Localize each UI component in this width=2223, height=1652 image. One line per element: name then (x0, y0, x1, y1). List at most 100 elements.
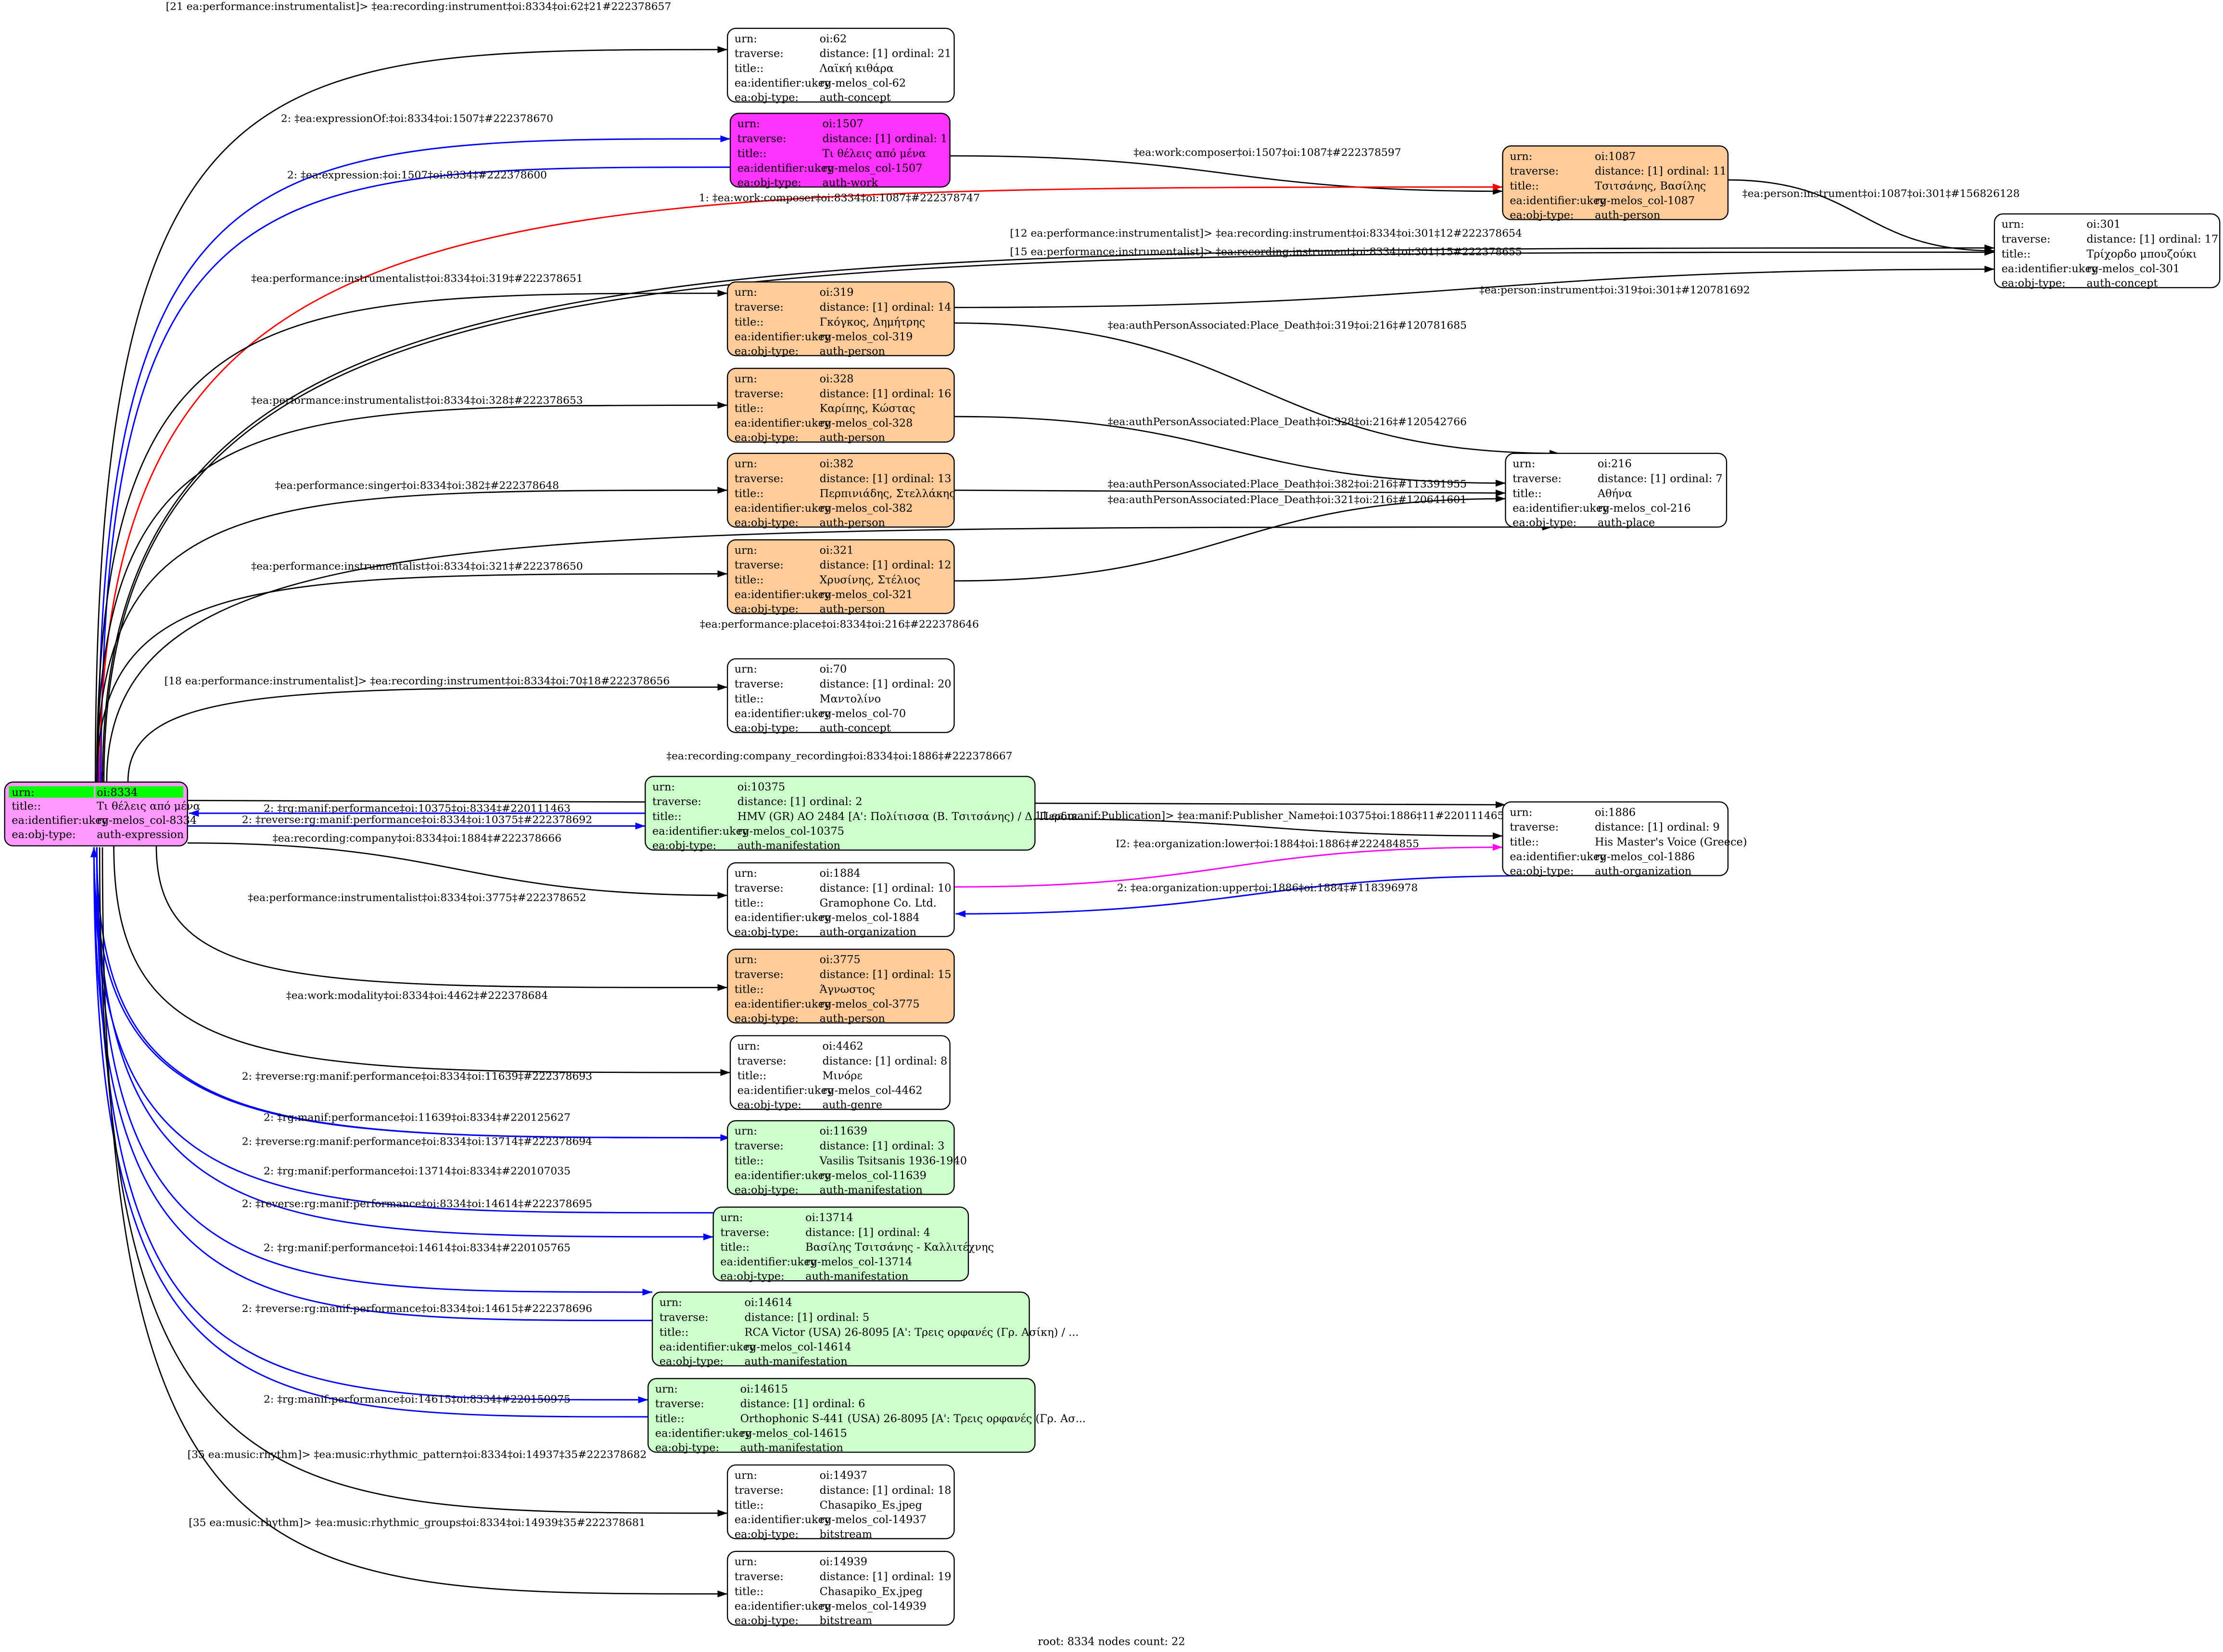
node-distance: distance: [1] (820, 473, 888, 485)
node-urn: oi:328 (820, 373, 854, 385)
node-title: Τι θέλεις από μένα (97, 800, 200, 813)
node-title: Gramophone Co. Ltd. (820, 897, 937, 909)
row-label-urn: urn: (1510, 806, 1532, 819)
node-urn: oi:1087 (1595, 150, 1636, 163)
row-label-title: title:: (652, 810, 682, 823)
row-label-urn: urn: (737, 118, 760, 130)
node-distance: distance: [1] (820, 301, 888, 314)
row-label-urn: urn: (12, 786, 34, 799)
row-label-ukey: ea:identifier:ukey (737, 162, 834, 175)
row-label-title: title:: (735, 1499, 764, 1512)
node-objtype: auth-concept (820, 722, 891, 734)
node-ukey: rg-melos_col-62 (820, 77, 906, 89)
edge-label: [12 ea:performance:instrumentalist]> ‡ea… (1010, 227, 1522, 240)
node-urn: oi:382 (820, 458, 854, 470)
row-label-ukey: ea:identifier:ukey (735, 588, 831, 601)
row-label-ukey: ea:identifier:ukey (735, 77, 831, 89)
row-label-title: title:: (735, 574, 764, 586)
node-urn: oi:321 (820, 544, 854, 556)
row-label-ukey: ea:identifier:ukey (735, 1169, 831, 1182)
node-objtype: auth-person (820, 603, 885, 616)
node-box (726, 948, 955, 1024)
node-distance: distance: [1] (1598, 473, 1666, 485)
node-distance: distance: [1] (820, 969, 888, 981)
node-title: His Master's Voice (Greece) (1595, 836, 1747, 848)
edge-label: 2: ‡ea:organization:upper‡oi:1886‡oi:188… (1117, 882, 1418, 894)
node-box (726, 453, 955, 528)
node-ordinal: ordinal: 5 (817, 1312, 869, 1324)
row-label-objtype: ea:obj-type: (735, 1528, 799, 1540)
row-label-urn: urn: (2002, 218, 2024, 231)
node-objtype: auth-concept (2086, 277, 2158, 290)
row-label-traverse: traverse: (720, 1226, 769, 1239)
node-ukey: rg-melos_col-14937 (820, 1513, 927, 1526)
row-label-objtype: ea:obj-type: (660, 1355, 724, 1368)
edge-label: 2: ‡rg:manif:performance‡oi:14614‡oi:833… (264, 1242, 571, 1254)
node-ukey: rg-melos_col-70 (820, 707, 906, 720)
node-ukey: rg-melos_col-4462 (823, 1085, 923, 1097)
node-ukey: rg-melos_col-13714 (805, 1256, 912, 1268)
node-objtype: auth-manifestation (805, 1270, 908, 1283)
node-box (726, 1551, 955, 1626)
node-urn: oi:8334 (97, 786, 138, 799)
node-ukey: rg-melos_col-382 (820, 502, 913, 515)
edge-label: 2: ‡reverse:rg:manif:performance‡oi:8334… (242, 1198, 592, 1210)
row-label-urn: urn: (655, 1383, 678, 1395)
edge-line (99, 847, 728, 1517)
footer-node-count: root: 8334 nodes count: 22 (1038, 1635, 1185, 1648)
node-distance: distance: [1] (820, 559, 888, 571)
row-label-traverse: traverse: (655, 1398, 704, 1410)
node-urn: oi:1507 (823, 118, 864, 130)
node-title: Γκόγκος, Δημήτρης (820, 316, 926, 328)
node-distance: distance: [1] (1595, 165, 1663, 177)
node-urn: oi:3775 (820, 954, 861, 966)
row-label-title: title:: (737, 147, 767, 160)
edge-label: 2: ‡rg:manif:performance‡oi:10375‡oi:833… (264, 803, 571, 815)
node-title: Τι θέλεις από μένα (823, 147, 926, 160)
row-label-title: title:: (735, 63, 764, 75)
node-objtype: auth-work (823, 177, 878, 189)
row-label-ukey: ea:identifier:ukey (1510, 850, 1606, 863)
node-ordinal: ordinal: 14 (892, 301, 952, 314)
node-ordinal: ordinal: 15 (892, 969, 952, 981)
node-urn: oi:319 (820, 286, 854, 299)
edge-label: 2: ‡ea:expression:‡oi:1507‡oi:8334‡#2223… (287, 169, 547, 181)
node-box (726, 539, 955, 614)
node-ukey: rg-melos_col-14939 (820, 1600, 927, 1613)
node-distance: distance: [1] (823, 132, 891, 145)
row-label-traverse: traverse: (735, 1140, 784, 1152)
edge-line (1728, 179, 1994, 254)
edge-line (90, 847, 728, 1139)
row-label-urn: urn: (735, 1125, 757, 1137)
edge-label: ‡ea:recording:company‡oi:8334‡oi:1884‡#2… (273, 832, 561, 845)
row-label-urn: urn: (735, 33, 757, 45)
edge-line (97, 135, 731, 782)
row-label-urn: urn: (735, 373, 757, 385)
edge-line (954, 489, 1506, 497)
node-title: Chasapiko_Es.jpeg (820, 1499, 922, 1512)
row-label-urn: urn: (735, 458, 757, 470)
node-ukey: rg-melos_col-3775 (820, 998, 920, 1010)
